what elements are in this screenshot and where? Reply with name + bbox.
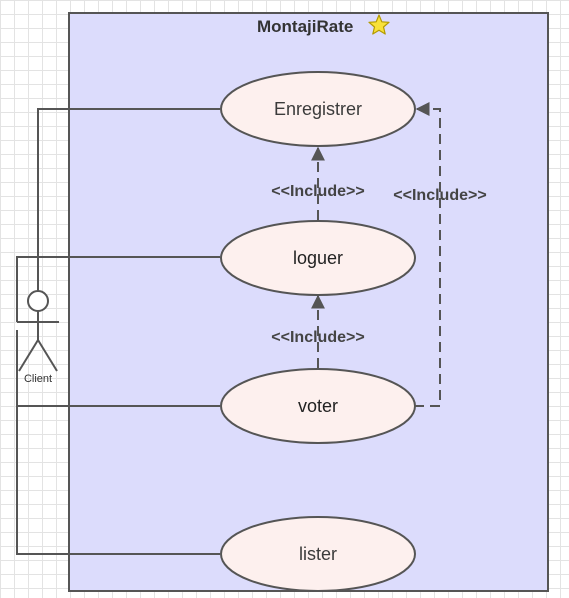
use-case-ellipse[interactable]: [220, 368, 416, 444]
use-case-ellipse[interactable]: [220, 516, 416, 592]
actor-label: Client: [24, 373, 52, 385]
include-label: <<Include>>: [393, 187, 486, 204]
actor-client[interactable]: [17, 290, 59, 372]
use-case-loguer[interactable]: loguer: [220, 220, 416, 296]
association-enregistrer[interactable]: [37, 108, 220, 291]
use-case-voter[interactable]: voter: [220, 368, 416, 444]
use-case-label: loguer: [293, 248, 343, 268]
association-loguer[interactable]: [16, 256, 220, 322]
use-case-ellipse[interactable]: [220, 71, 416, 147]
actor-head: [27, 290, 49, 312]
use-case-enregistrer[interactable]: Enregistrer: [220, 71, 416, 147]
actor-leg-right: [37, 339, 58, 372]
star-icon: [368, 14, 390, 35]
association-lister[interactable]: [16, 330, 220, 555]
use-case-label: Enregistrer: [274, 99, 362, 119]
actor-leg-left: [18, 339, 39, 372]
include-relations: [311, 102, 441, 407]
use-case-label: voter: [298, 396, 338, 416]
use-case-label: lister: [299, 544, 337, 564]
system-title: MontajiRate: [257, 17, 353, 36]
use-case-ellipse[interactable]: [220, 220, 416, 296]
use-case-lister[interactable]: lister: [220, 516, 416, 592]
include-label: <<Include>>: [271, 183, 364, 200]
include-label: <<Include>>: [271, 329, 364, 346]
associations: [16, 108, 220, 555]
